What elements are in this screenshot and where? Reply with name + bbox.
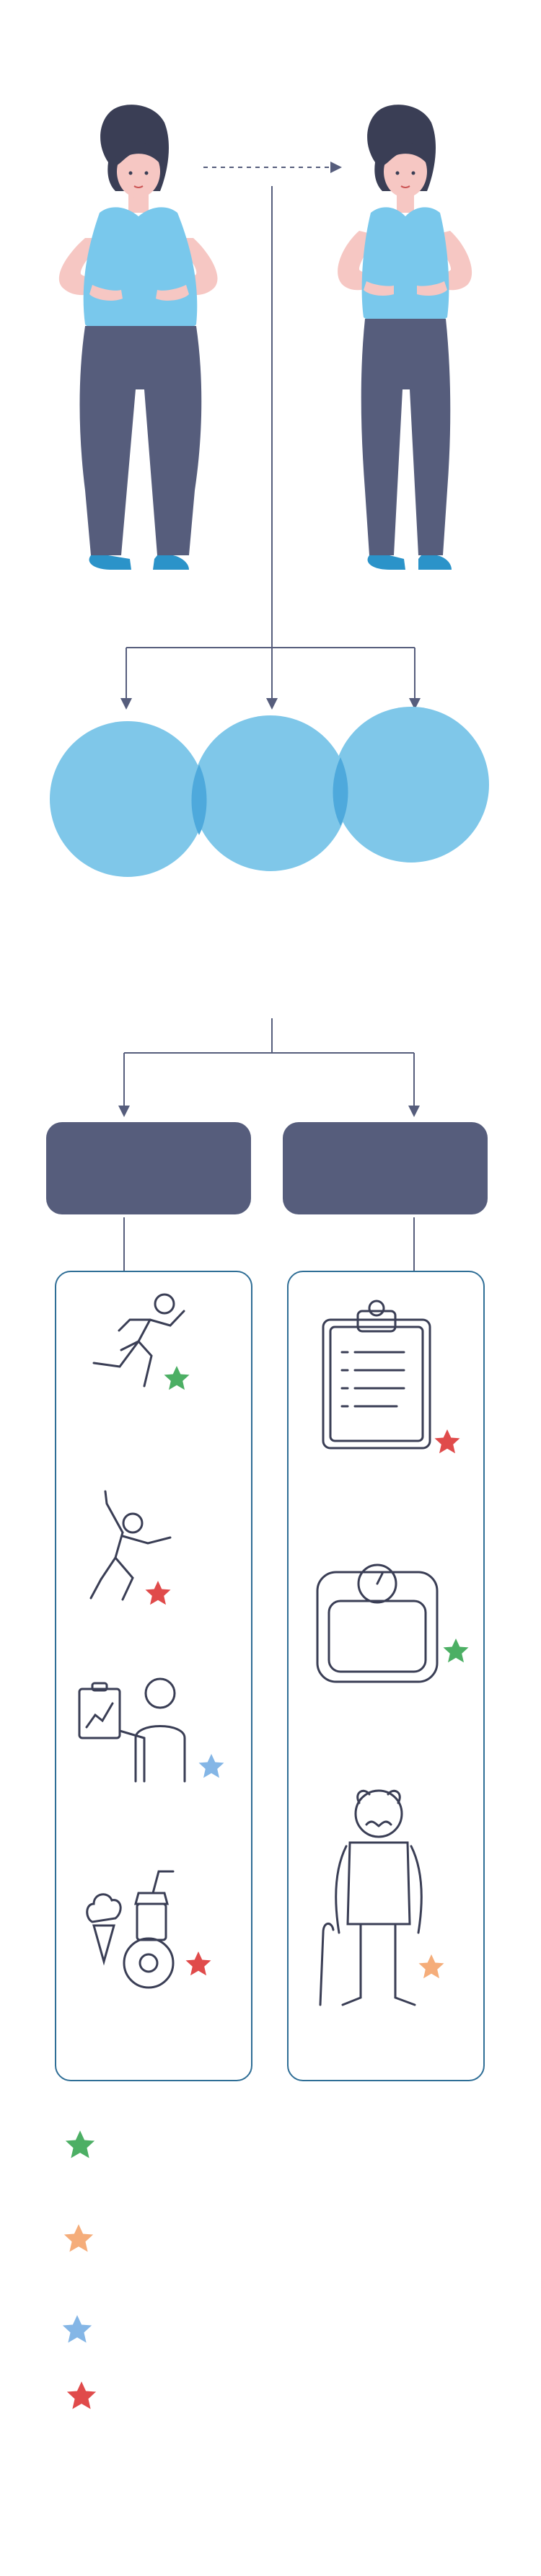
venn-overlap-left — [191, 764, 207, 835]
after-woman-figure — [338, 105, 472, 570]
connector-lines-middle — [118, 1018, 420, 1271]
venn-diagram — [50, 707, 489, 877]
before-woman-figure — [58, 105, 218, 570]
clipboard-icon — [322, 1300, 431, 1450]
right-item-1-star — [434, 1429, 460, 1454]
legend-star-green — [65, 2130, 95, 2158]
legend-star-orange — [63, 2224, 94, 2252]
left-item-1-star — [164, 1366, 190, 1390]
venn-overlap-right — [333, 757, 348, 826]
running-person-icon — [92, 1293, 185, 1388]
connector-lines-top — [120, 186, 421, 710]
dancing-person-icon — [89, 1490, 172, 1601]
right-category-header — [283, 1122, 488, 1214]
desk-worker-icon — [78, 1677, 186, 1783]
left-category-header — [46, 1122, 251, 1214]
elderly-man-icon — [319, 1789, 423, 2006]
weight-scale-icon — [316, 1563, 439, 1683]
right-item-3-star — [418, 1954, 444, 1979]
right-item-2-star — [443, 1638, 469, 1663]
legend-star-blue — [62, 2315, 92, 2343]
left-item-3-star — [198, 1754, 224, 1778]
junk-food-icon — [86, 1870, 175, 1989]
left-item-4-star — [185, 1951, 211, 1976]
legend-star-red — [66, 2381, 97, 2409]
left-item-2-star — [145, 1581, 171, 1605]
